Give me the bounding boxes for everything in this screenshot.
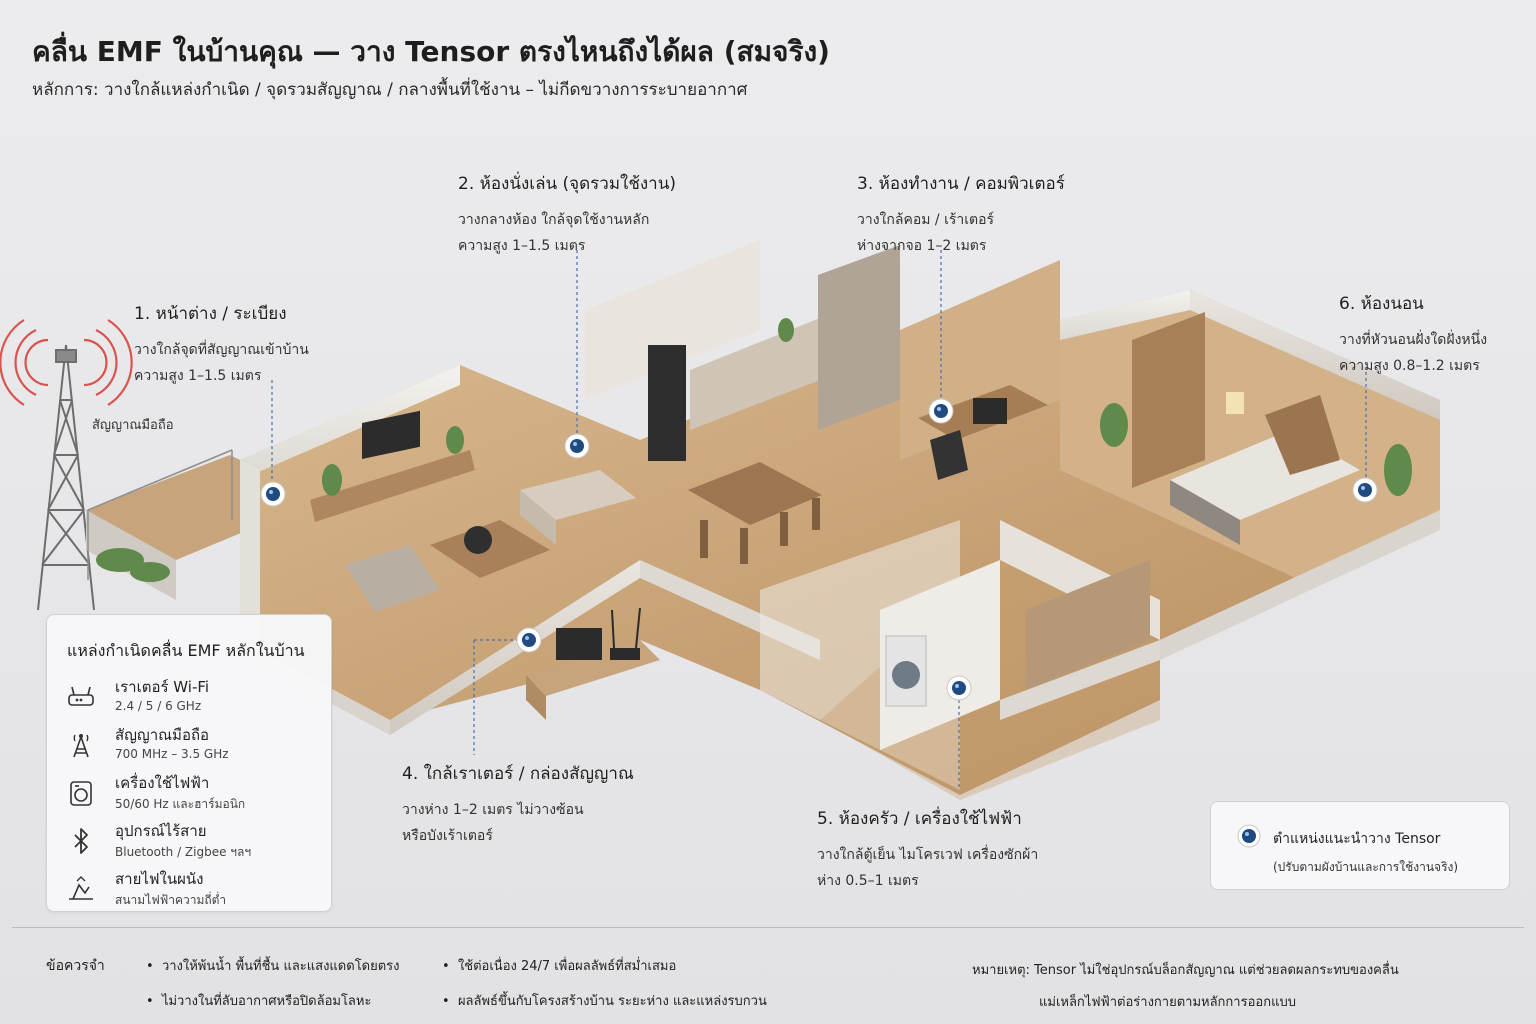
tip-text: ไม่วางในที่ลับอากาศหรือปิดล้อมโลหะ [161,994,372,1009]
tensor-marker-office [928,398,954,424]
callout-line: ห่าง 0.5–1 เมตร [817,873,919,889]
source-detail: 700 MHz – 3.5 GHz [115,747,229,761]
appliance-icon [70,781,92,806]
tensor-marker-router [516,627,542,653]
callout-line: ความสูง 1–1.5 เมตร [134,368,262,384]
tip-text: วางให้พ้นน้ำ พื้นที่ชื้น และแสงแดดโดยตรง [161,959,400,974]
antenna-icon [73,734,89,758]
panel-title: แหล่งกำเนิดคลื่น EMF หลักในบ้าน [67,641,305,660]
callout-window: 1. หน้าต่าง / ระเบียง วางใกล้จุดที่สัญญา… [134,300,309,389]
callout-heading: 5. ห้องครัว / เครื่องใช้ไฟฟ้า [817,809,1022,829]
source-item-cellular: สัญญาณมือถือ 700 MHz – 3.5 GHz [65,723,325,767]
tip-item: • ผลลัพธ์ขึ้นกับโครงสร้างบ้าน ระยะห่าง แ… [442,994,767,1009]
footer-note: หมายเหตุ: Tensor ไม่ใช่อุปกรณ์บล็อกสัญญา… [972,955,1399,1019]
source-name: สายไฟในผนัง [115,870,204,888]
source-item-router: เราเตอร์ Wi-Fi 2.4 / 5 / 6 GHz [65,675,325,719]
tip-text: ผลลัพธ์ขึ้นกับโครงสร้างบ้าน ระยะห่าง และ… [457,994,767,1009]
callout-heading: 4. ใกล้เราเตอร์ / กล่องสัญญาณ [402,764,634,784]
bluetooth-icon [74,828,88,854]
router-cabinet [526,607,660,720]
callout-line: วางใกล้จุดที่สัญญาณเข้าบ้าน [134,342,309,358]
tensor-marker-living-room [564,433,590,459]
legend-label: ตำแหน่งแนะนำวาง Tensor [1273,831,1441,847]
footer-heading: ข้อควรจำ [46,958,105,974]
source-name: สัญญาณมือถือ [115,726,210,744]
callout-line: ความสูง 1–1.5 เมตร [458,238,586,254]
plants [322,318,1412,496]
tensor-marker-bedroom [1352,477,1378,503]
source-detail: Bluetooth / Zigbee ฯลฯ [115,845,252,859]
cell-tower [37,344,95,611]
source-item-appliance: เครื่องใช้ไฟฟ้า 50/60 Hz และฮาร์มอนิก [65,771,325,815]
tip-item: • ใช้ต่อเนื่อง 24/7 เพื่อผลลัพธ์ที่สม่ำเ… [442,959,677,974]
wiring-icon [69,876,93,900]
source-detail: 2.4 / 5 / 6 GHz [115,699,202,713]
signal-waves [0,319,133,406]
callout-leader-lines [271,250,1367,790]
office-desk [918,385,1048,480]
callout-bedroom: 6. ห้องนอน วางที่หัวนอนฝั่งใดฝั่งหนึ่ง ค… [1339,290,1487,379]
living-room-furniture [310,410,636,612]
bedroom-bed [1132,312,1360,545]
marker-legend: ตำแหน่งแนะนำวาง Tensor (ปรับตามผังบ้านแล… [1210,801,1510,890]
page-title: คลื่น EMF ในบ้านคุณ — วาง Tensor ตรงไหนถ… [32,35,830,68]
note-line: หมายเหตุ: Tensor ไม่ใช่อุปกรณ์บล็อกสัญญา… [972,963,1399,978]
callout-line: วางกลางห้อง ใกล้จุดใช้งานหลัก [458,212,650,228]
source-name: เราเตอร์ Wi-Fi [115,678,210,696]
tip-item: • ไม่วางในที่ลับอากาศหรือปิดล้อมโลหะ [146,994,372,1009]
source-detail: 50/60 Hz และฮาร์มอนิก [115,797,246,811]
source-item-wireless: อุปกรณ์ไร้สาย Bluetooth / Zigbee ฯลฯ [65,819,325,863]
callout-heading: 3. ห้องทำงาน / คอมพิวเตอร์ [857,174,1065,194]
callout-office: 3. ห้องทำงาน / คอมพิวเตอร์ วางใกล้คอม / … [857,170,1065,259]
callout-line: วางใกล้คอม / เร้าเตอร์ [857,212,995,228]
kitchen-area [585,240,900,461]
dining-table [688,462,822,564]
source-name: เครื่องใช้ไฟฟ้า [115,774,210,792]
note-line: แม่เหล็กไฟฟ้าต่อร่างกายตามหลักการออกแบบ [1039,995,1296,1010]
callout-living-room: 2. ห้องนั่งเล่น (จุดรวมใช้งาน) วางกลางห้… [458,170,676,259]
footer-divider [12,927,1524,928]
source-detail: สนามไฟฟ้าความถี่ต่ำ [115,893,227,907]
callout-line: ความสูง 0.8–1.2 เมตร [1339,358,1480,374]
page-subtitle: หลักการ: วางใกล้แหล่งกำเนิด / จุดรวมสัญญ… [32,80,748,100]
callout-line: ห่างจากจอ 1–2 เมตร [857,238,987,254]
tip-text: ใช้ต่อเนื่อง 24/7 เพื่อผลลัพธ์ที่สม่ำเสม… [457,959,677,974]
tensor-marker-window [260,481,286,507]
callout-line: วางใกล้ตู้เย็น ไมโครเวฟ เครื่องซักผ้า [817,847,1039,863]
callout-heading: 6. ห้องนอน [1339,294,1424,314]
tip-item: • วางให้พ้นน้ำ พื้นที่ชื้น และแสงแดดโดยต… [146,959,400,974]
tensor-marker-kitchen [946,675,972,701]
cell-signal-label: สัญญาณมือถือ [92,418,174,433]
source-item-wiring: สายไฟในผนัง สนามไฟฟ้าความถี่ต่ำ [65,867,325,911]
callout-kitchen: 5. ห้องครัว / เครื่องใช้ไฟฟ้า วางใกล้ตู้… [817,805,1038,894]
callout-line: หรือบังเร้าเตอร์ [402,828,493,844]
tensor-marker-icon [1237,824,1261,848]
source-name: อุปกรณ์ไร้สาย [115,822,207,840]
callout-heading: 2. ห้องนั่งเล่น (จุดรวมใช้งาน) [458,174,676,194]
emf-sources-panel: แหล่งกำเนิดคลื่น EMF หลักในบ้าน เราเตอร์… [46,614,332,912]
router-icon [68,686,94,706]
callout-router: 4. ใกล้เราเตอร์ / กล่องสัญญาณ วางห่าง 1–… [402,760,634,849]
callout-line: วางห่าง 1–2 เมตร ไม่วางซ้อน [402,802,584,818]
callout-heading: 1. หน้าต่าง / ระเบียง [134,304,287,324]
callout-line: วางที่หัวนอนฝั่งใดฝั่งหนึ่ง [1339,332,1488,348]
tensor-markers [260,398,1378,701]
legend-note: (ปรับตามผังบ้านและการใช้งานจริง) [1273,860,1459,874]
laundry-kitchen [880,560,1160,750]
